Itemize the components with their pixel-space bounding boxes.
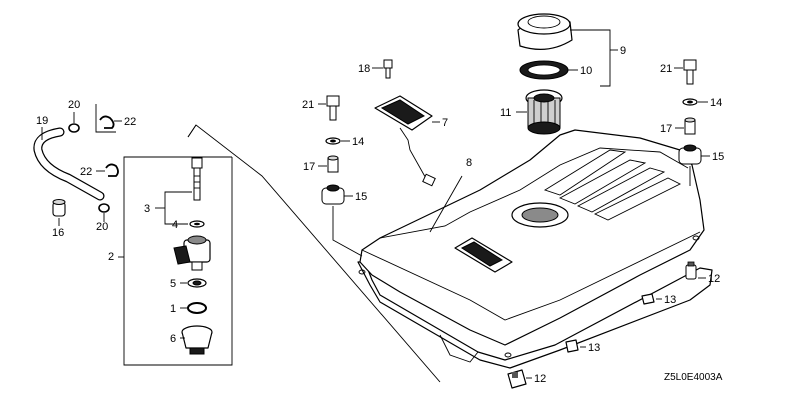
washer-14-left[interactable] (325, 137, 341, 145)
clip-13-right[interactable] (641, 293, 655, 305)
hose-clamp-20-top[interactable] (68, 123, 80, 133)
fuel-cup-6[interactable] (181, 325, 213, 355)
callout-15-right: 15 (712, 151, 724, 163)
callout-8: 8 (466, 157, 472, 169)
washer-14-right[interactable] (682, 98, 698, 106)
fuel-strainer[interactable] (525, 89, 563, 135)
fuel-valve-body[interactable] (173, 235, 211, 271)
callout-21-right: 21 (660, 63, 672, 75)
valve-washer-4[interactable] (189, 220, 205, 228)
callout-1: 1 (170, 303, 176, 315)
callout-4: 4 (172, 219, 178, 231)
clip-12-bottom[interactable] (507, 369, 527, 389)
callout-13-bottom: 13 (588, 342, 600, 354)
callout-18: 18 (358, 63, 370, 75)
clip-13-bottom[interactable] (565, 339, 579, 353)
callout-16: 16 (52, 227, 64, 239)
callout-3: 3 (144, 203, 150, 215)
clip-22-bottom[interactable] (105, 163, 119, 177)
callout-12-bottom: 12 (534, 373, 546, 385)
callout-10: 10 (580, 65, 592, 77)
callout-13-right: 13 (664, 294, 676, 306)
callout-22-bottom: 22 (80, 166, 92, 178)
clip-12-right[interactable] (685, 261, 697, 280)
collar-17-left[interactable] (327, 155, 339, 173)
callout-9: 9 (620, 45, 626, 57)
callout-6: 6 (170, 333, 176, 345)
callout-20-top: 20 (68, 99, 80, 111)
clip-22-top[interactable] (99, 115, 115, 129)
callout-20-bottom: 20 (96, 221, 108, 233)
valve-bolt-3[interactable] (191, 157, 203, 201)
fuel-gauge[interactable] (374, 95, 436, 187)
hose-clamp-20-bottom[interactable] (98, 203, 110, 213)
grommet-15-right[interactable] (678, 144, 702, 165)
cap-gasket[interactable] (519, 60, 569, 80)
callout-12-right: 12 (708, 273, 720, 285)
callout-15-left: 15 (355, 191, 367, 203)
bolt-21-left[interactable] (326, 95, 340, 121)
valve-seal-5[interactable] (187, 278, 207, 288)
bolt-21-right[interactable] (683, 59, 697, 85)
callout-22-top: 22 (124, 116, 136, 128)
diagram-code: Z5L0E4003A (664, 372, 723, 383)
callout-7: 7 (442, 117, 448, 129)
callout-19: 19 (36, 115, 48, 127)
callout-5: 5 (170, 278, 176, 290)
valve-oring-1[interactable] (187, 302, 207, 314)
grommet-15-left[interactable] (321, 184, 345, 205)
callout-21-left: 21 (302, 99, 314, 111)
grommet-16[interactable] (52, 199, 66, 217)
callout-14-right: 14 (710, 97, 722, 109)
fuel-filler-cap[interactable] (517, 13, 573, 50)
callout-17-right: 17 (660, 123, 672, 135)
callout-17-left: 17 (303, 161, 315, 173)
fuel-tank[interactable] (357, 129, 713, 369)
callout-11: 11 (500, 107, 511, 119)
collar-17-right[interactable] (684, 117, 696, 135)
assembly-leader-lines (123, 124, 441, 383)
callout-2: 2 (108, 251, 114, 263)
fuel-hose-19[interactable] (33, 127, 105, 201)
callout-14-left: 14 (352, 136, 364, 148)
screw-18[interactable] (383, 59, 393, 79)
